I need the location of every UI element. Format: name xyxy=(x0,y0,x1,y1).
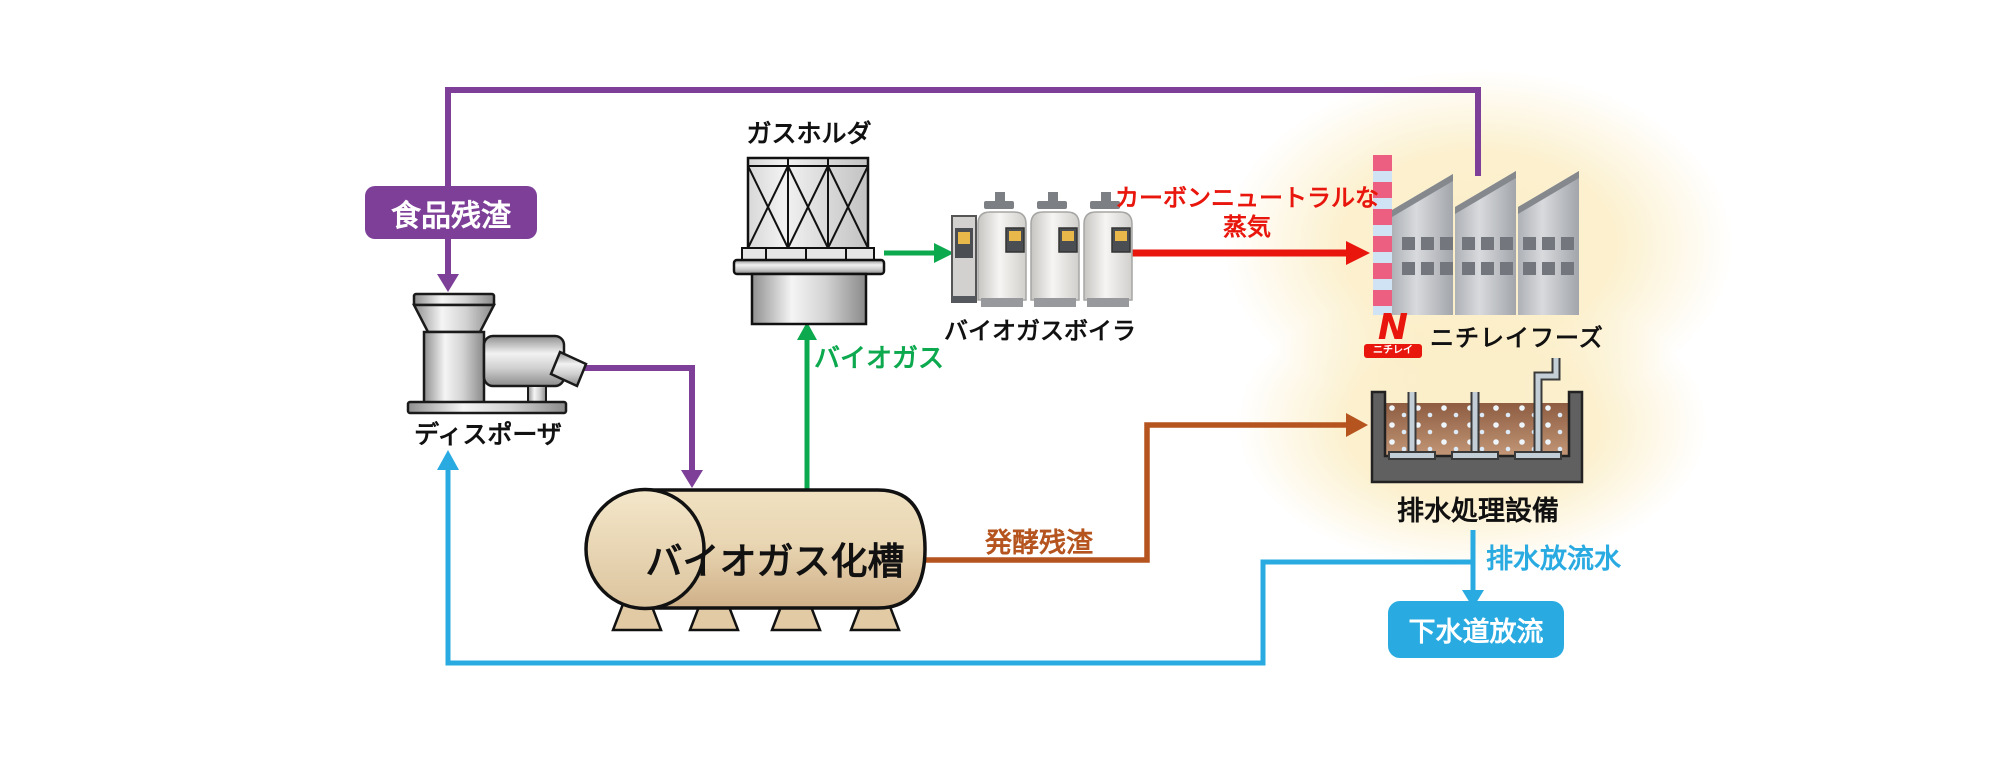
wastewater-treatment-basin xyxy=(1370,358,1584,484)
nichirei-n-icon: N xyxy=(1377,307,1409,348)
biogas-boiler-label: バイオガスボイラ xyxy=(944,317,1136,345)
effluent-water-label: 排水放流水 xyxy=(1486,544,1621,575)
food-residue-label: 食品残渣 xyxy=(391,198,511,234)
biogas-flow-arrows xyxy=(797,243,954,490)
nichirei-logo-mark: N ニチレイ xyxy=(1364,307,1422,358)
steam-flow-arrow xyxy=(1128,241,1370,265)
gas-holder-label: ガスホルダ xyxy=(746,119,872,148)
biogas-tank-label: バイオガス化槽 xyxy=(645,540,905,583)
nichirei-sub-label: ニチレイ xyxy=(1364,344,1422,358)
biogas-flow-label: バイオガス xyxy=(814,344,945,374)
steam-label-line2: 蒸気 xyxy=(1223,213,1271,241)
biogas-tank-vessel xyxy=(584,487,927,632)
gas-holder-structure xyxy=(732,156,886,326)
fermentation-residue-label: 発酵残渣 xyxy=(985,528,1093,559)
effluent-flow-arrows xyxy=(437,450,1484,666)
disposer-label: ディスポーザ xyxy=(414,420,562,449)
food-residue-flow-arrows xyxy=(437,87,1481,488)
disposer-machine xyxy=(406,292,588,415)
fermentation-flow-arrow xyxy=(920,413,1368,563)
carbon-neutral-steam-label: カーボンニュートラルな 蒸気 xyxy=(1112,184,1382,242)
nichirei-foods-logo: N ニチレイ ニチレイフーズ xyxy=(1364,307,1604,358)
nichirei-foods-label: ニチレイフーズ xyxy=(1430,324,1604,352)
wastewater-facility-label: 排水処理設備 xyxy=(1397,496,1559,527)
sewer-discharge-node: 下水道放流 xyxy=(1388,601,1564,658)
sewer-discharge-label: 下水道放流 xyxy=(1408,617,1544,648)
steam-label-line1: カーボンニュートラルな xyxy=(1115,184,1379,212)
biogas-boiler-units xyxy=(951,192,1133,307)
food-residue-node: 食品残渣 xyxy=(365,186,537,239)
factory-building xyxy=(1373,155,1579,315)
